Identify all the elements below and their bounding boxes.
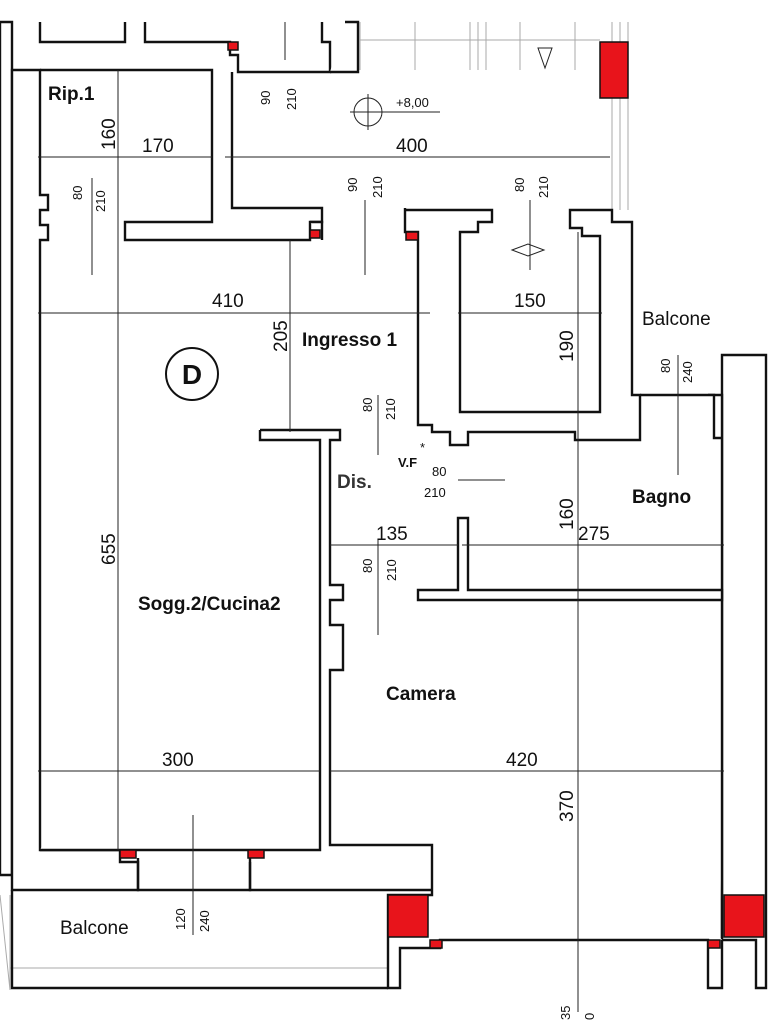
room-label-ingresso: Ingresso 1: [302, 330, 397, 351]
room-label-balcone-right: Balcone: [642, 309, 711, 330]
dim-label: 205: [271, 320, 292, 352]
structural-pillars: [119, 41, 765, 949]
room-label-soggiorno: Sogg.2/Cucina2: [138, 594, 281, 615]
opening-sizes: 90 210 80 210 90 210 80 210 80 210 80 21…: [70, 88, 695, 1020]
opening-height: 210: [536, 176, 551, 198]
dim-label: 135: [376, 524, 408, 545]
dim-label: 655: [99, 533, 120, 565]
dim-label: 160: [557, 498, 578, 530]
room-label-rip: Rip.1: [48, 84, 95, 105]
room-label-dis: Dis.: [337, 472, 372, 493]
opening-height: 210: [424, 485, 446, 500]
opening-width: 35: [558, 1006, 573, 1020]
opening-width: 80: [360, 559, 375, 573]
room-label-camera: Camera: [386, 684, 456, 705]
opening-width: 80: [360, 398, 375, 412]
dim-label: 160: [99, 118, 120, 150]
walls: [0, 20, 768, 990]
opening-width: 120: [173, 908, 188, 930]
opening-width: 80: [70, 186, 85, 200]
opening-height: 240: [197, 910, 212, 932]
unit-badge: D: [182, 359, 202, 390]
opening-width: 80: [432, 464, 446, 479]
dim-label: 410: [212, 291, 244, 312]
dim-label: 150: [514, 291, 546, 312]
opening-width: 80: [512, 178, 527, 192]
dim-label: 420: [506, 750, 538, 771]
vf-star-icon: *: [420, 440, 425, 455]
dim-label: 300: [162, 750, 194, 771]
opening-height: 210: [93, 190, 108, 212]
opening-width: 90: [258, 91, 273, 105]
dim-label: 190: [557, 330, 578, 362]
opening-height: 210: [284, 88, 299, 110]
opening-height: 210: [383, 398, 398, 420]
opening-width: 90: [345, 178, 360, 192]
opening-width: 80: [658, 359, 673, 373]
opening-height: 210: [384, 559, 399, 581]
dim-label: 170: [142, 136, 174, 157]
room-label-bagno: Bagno: [632, 487, 691, 508]
dimension-lines: [38, 22, 724, 1012]
level-marker-label: +8,00: [396, 95, 429, 110]
level-marker-icon: [350, 94, 440, 130]
opening-height: 0: [582, 1013, 597, 1020]
opening-height: 240: [680, 361, 695, 383]
stair-arrow-icon: [537, 47, 553, 70]
window-symbol-icon: [510, 243, 546, 257]
opening-height: 210: [370, 176, 385, 198]
unit-badge-circle: [165, 347, 219, 401]
dim-label: 370: [557, 790, 578, 822]
room-label-vf: V.F: [398, 455, 417, 470]
room-label-balcone-bottom: Balcone: [60, 918, 129, 939]
dim-label: 275: [578, 524, 610, 545]
dim-label: 400: [396, 136, 428, 157]
